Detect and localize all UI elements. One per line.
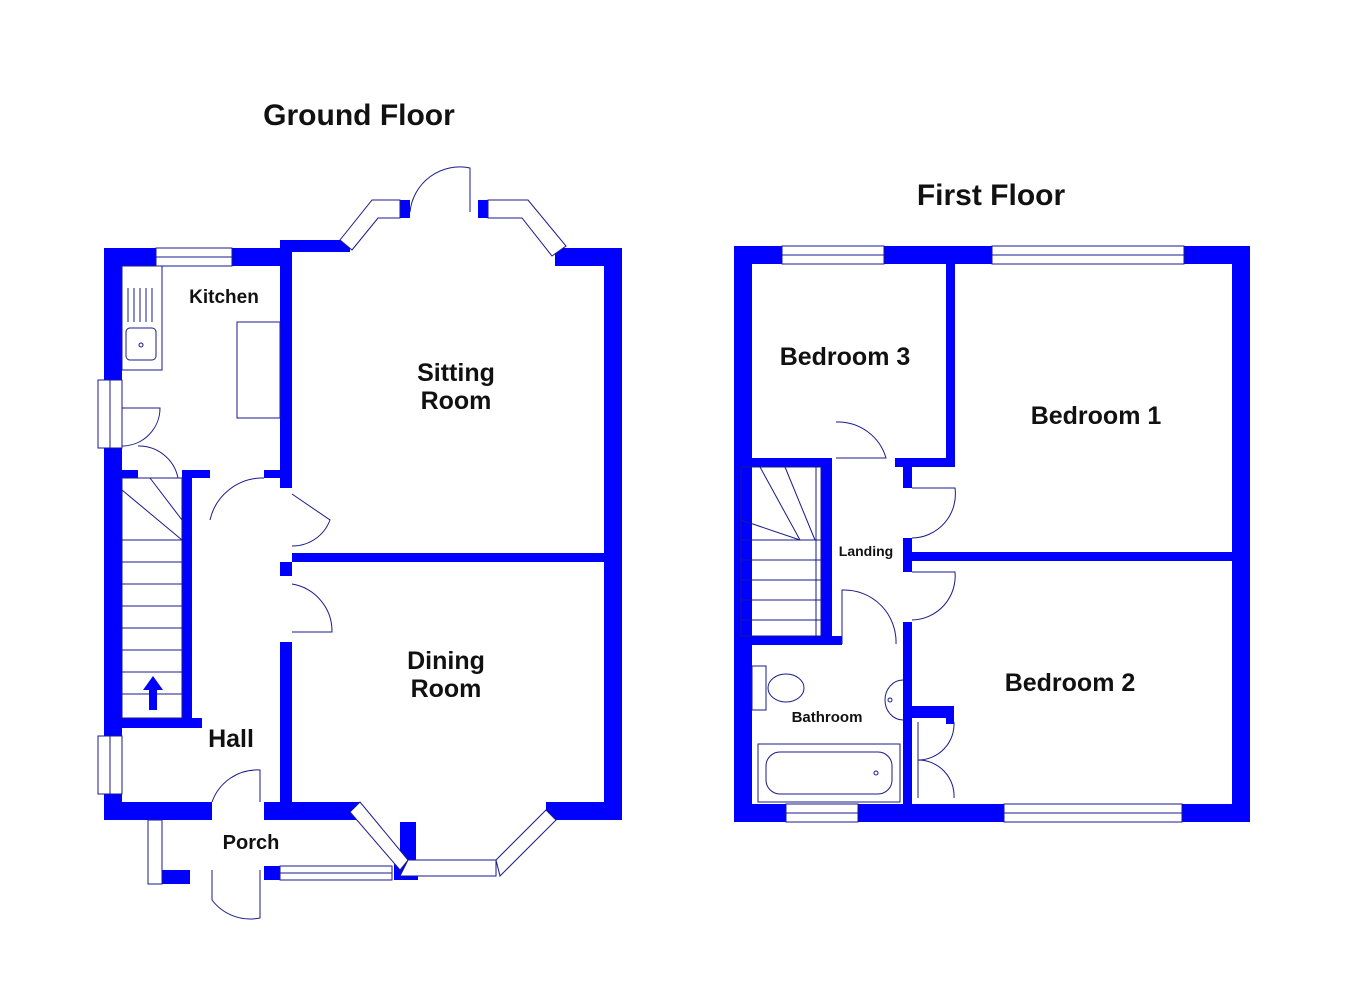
first-floor-windows — [781, 245, 1185, 823]
ground-stairs — [121, 477, 183, 719]
room-label-bedroom2: Bedroom 2 — [1005, 669, 1136, 697]
room-label-sitting-line1: Sitting — [417, 359, 495, 387]
kitchen-fittings — [121, 265, 281, 419]
room-label-bathroom: Bathroom — [792, 709, 863, 726]
room-label-dining-line1: Dining — [407, 647, 485, 675]
first-floor-walls — [734, 246, 1250, 822]
first-floor-doors — [835, 421, 956, 799]
room-label-landing: Landing — [839, 543, 893, 559]
room-label-kitchen: Kitchen — [189, 287, 259, 308]
room-label-bedroom3: Bedroom 3 — [780, 343, 911, 371]
first-floor-title: First Floor — [917, 179, 1066, 212]
stairs-up-arrow-icon — [143, 676, 163, 710]
ground-floor-plan: Ground Floor Kitchen Sitting Room Dining… — [97, 99, 622, 920]
room-label-hall: Hall — [208, 725, 254, 753]
room-label-sitting-line2: Room — [421, 387, 492, 415]
ground-floor-title: Ground Floor — [263, 99, 455, 132]
first-floor-plan: First Floor Bedroom 3 Bedroom 1 Bedroom … — [734, 179, 1250, 823]
ground-floor-doors — [121, 166, 471, 920]
room-label-dining-line2: Room — [411, 675, 482, 703]
first-stairs — [740, 466, 822, 637]
ground-floor-windows — [97, 199, 567, 885]
room-label-bedroom1: Bedroom 1 — [1031, 402, 1162, 430]
room-label-porch: Porch — [223, 832, 280, 854]
bathroom-fittings — [751, 665, 904, 803]
